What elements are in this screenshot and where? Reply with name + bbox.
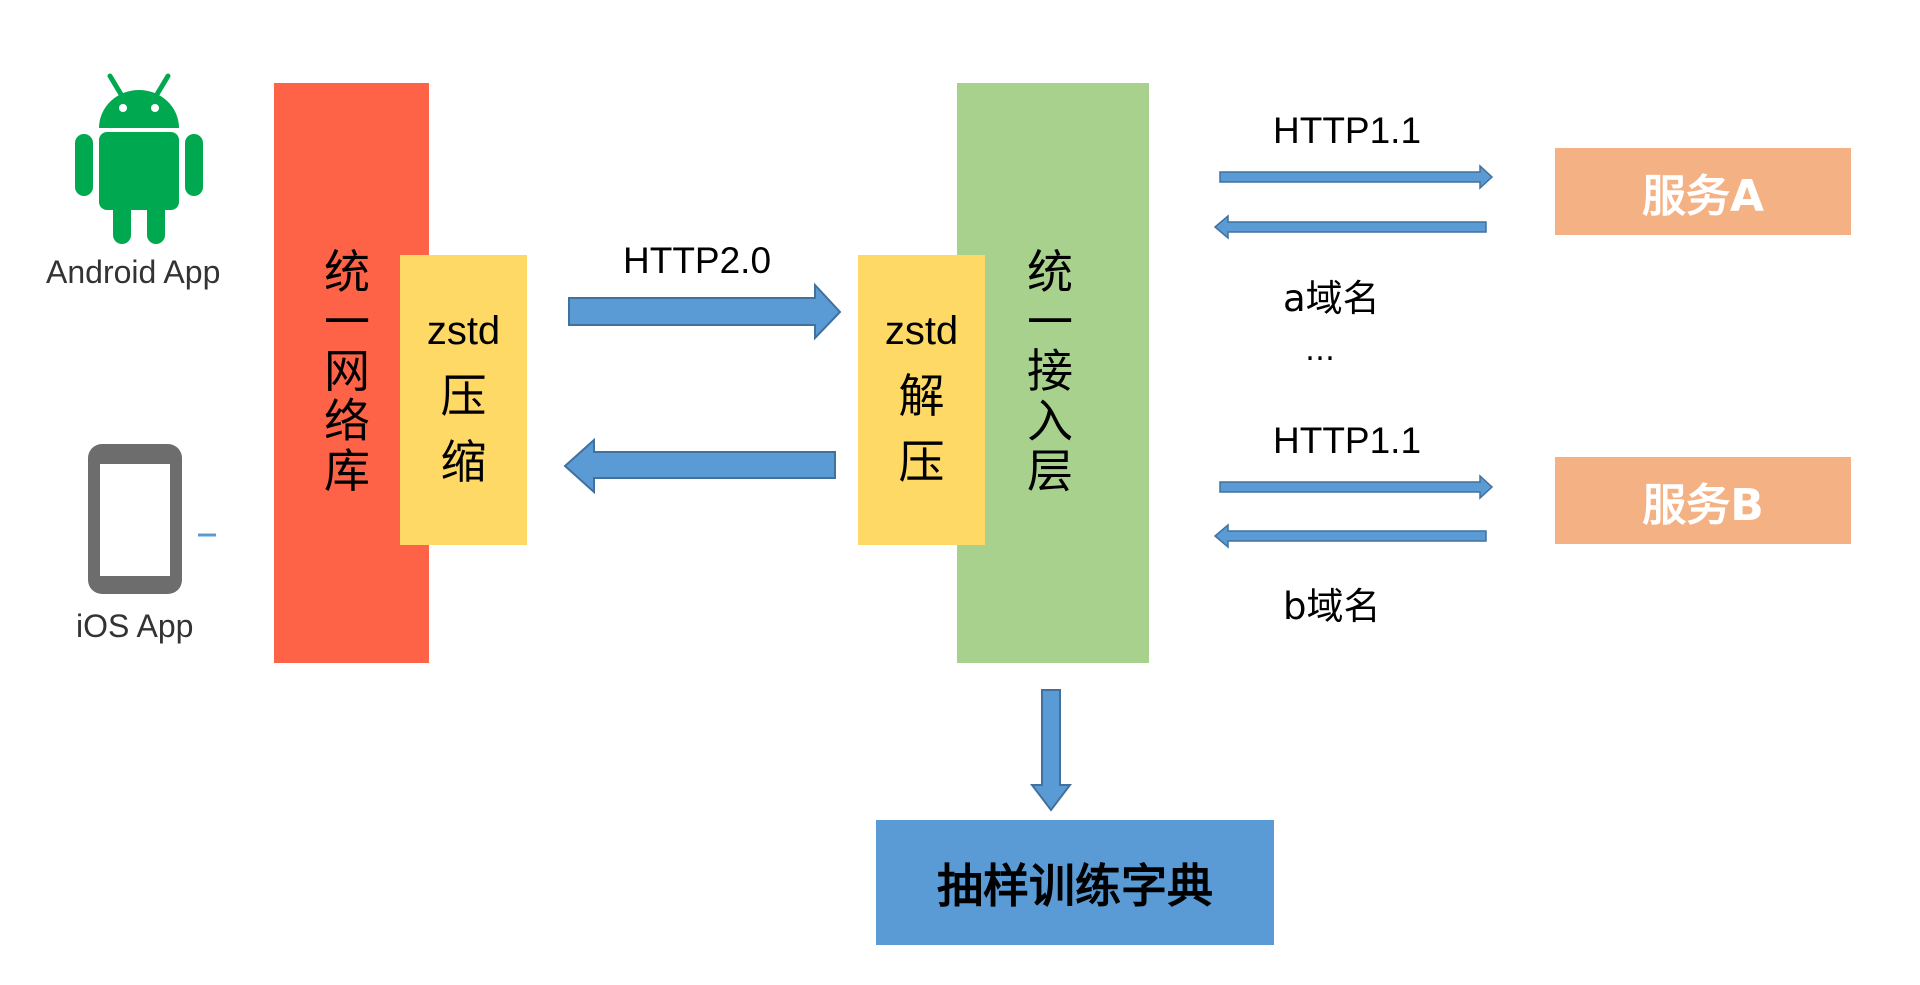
access-layer-char: 接 [1027, 344, 1073, 399]
zstd-decompress-block: zstd 解 压 [858, 255, 985, 545]
network-library-char: 网 [324, 344, 370, 399]
network-library-label: 统一网络库 [324, 245, 370, 498]
arrow-from-service-b [1213, 523, 1487, 549]
service-b-box: 服务B [1555, 457, 1851, 544]
arrow-to-service-b [1219, 474, 1494, 500]
phone-icon [88, 444, 216, 594]
service-a-domain-label: a域名 [1283, 277, 1380, 320]
android-icon [75, 73, 203, 244]
decompress-line-1: zstd [884, 308, 959, 353]
arrow-to-service-a [1219, 164, 1494, 190]
android-app: Android App [40, 70, 250, 300]
arrow-from-service-a [1213, 214, 1487, 240]
ios-app: iOS App [70, 440, 240, 660]
access-layer-label: 统一接入层 [1027, 245, 1073, 498]
service-a-label: 服务A [1641, 170, 1765, 222]
access-layer-char: 统 [1027, 245, 1073, 299]
decompress-line-2: 解 [898, 368, 945, 423]
http2-label: HTTP2.0 [623, 240, 772, 281]
zstd-compress-block: zstd 压 缩 [400, 255, 527, 545]
network-library-char: 络 [324, 394, 370, 449]
service-a-protocol-label: HTTP1.1 [1273, 110, 1422, 151]
arrow-to-dictionary [1029, 689, 1073, 812]
compress-line-3: 缩 [440, 434, 487, 489]
service-b-protocol-label: HTTP1.1 [1273, 420, 1422, 461]
arrow-client-to-server [568, 282, 842, 341]
access-layer-char: 一 [1027, 294, 1073, 349]
access-layer-char: 层 [1027, 443, 1073, 498]
service-a-box: 服务A [1555, 148, 1851, 235]
dictionary-label: 抽样训练字典 [937, 858, 1213, 913]
decompress-line-3: 压 [898, 434, 945, 489]
network-library-char: 一 [324, 294, 370, 349]
service-b-domain-label: b域名 [1283, 585, 1381, 628]
network-library-char: 库 [324, 443, 370, 498]
compress-line-1: zstd [426, 308, 501, 353]
access-layer-char: 入 [1027, 394, 1073, 449]
arrow-server-to-client [563, 437, 836, 495]
network-library-char: 统 [324, 245, 370, 299]
ios-app-label: iOS App [76, 608, 194, 644]
service-b-label: 服务B [1642, 479, 1764, 531]
compress-line-2: 压 [440, 368, 487, 423]
access-layer-block: 统一接入层 [957, 83, 1149, 663]
dictionary-box: 抽样训练字典 [876, 820, 1274, 945]
android-app-label: Android App [46, 254, 221, 290]
ellipsis-label: … [1305, 333, 1335, 368]
